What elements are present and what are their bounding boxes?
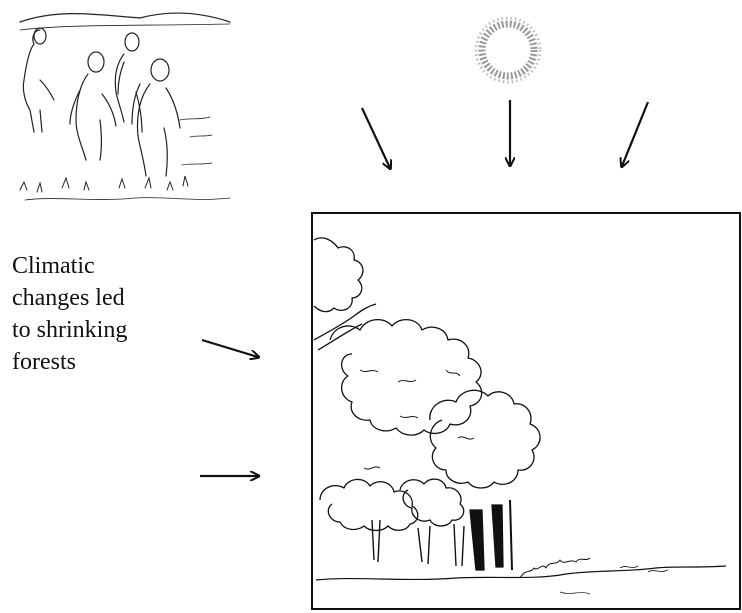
sun-icon [476, 18, 540, 82]
forest-frame [312, 213, 740, 609]
hominid-group-illustration [20, 13, 230, 200]
caption-text: Climatic changes led to shrinking forest… [12, 250, 182, 378]
caption-line: to shrinking [12, 314, 182, 346]
caption-line: changes led [12, 282, 182, 314]
caption-line: Climatic [12, 250, 182, 282]
sun-ray-arrow-left [362, 108, 390, 168]
sun-ray-arrow-right [622, 102, 648, 166]
forest-illustration [314, 238, 726, 594]
caption-arrow [202, 340, 258, 357]
caption-line: forests [12, 346, 182, 378]
